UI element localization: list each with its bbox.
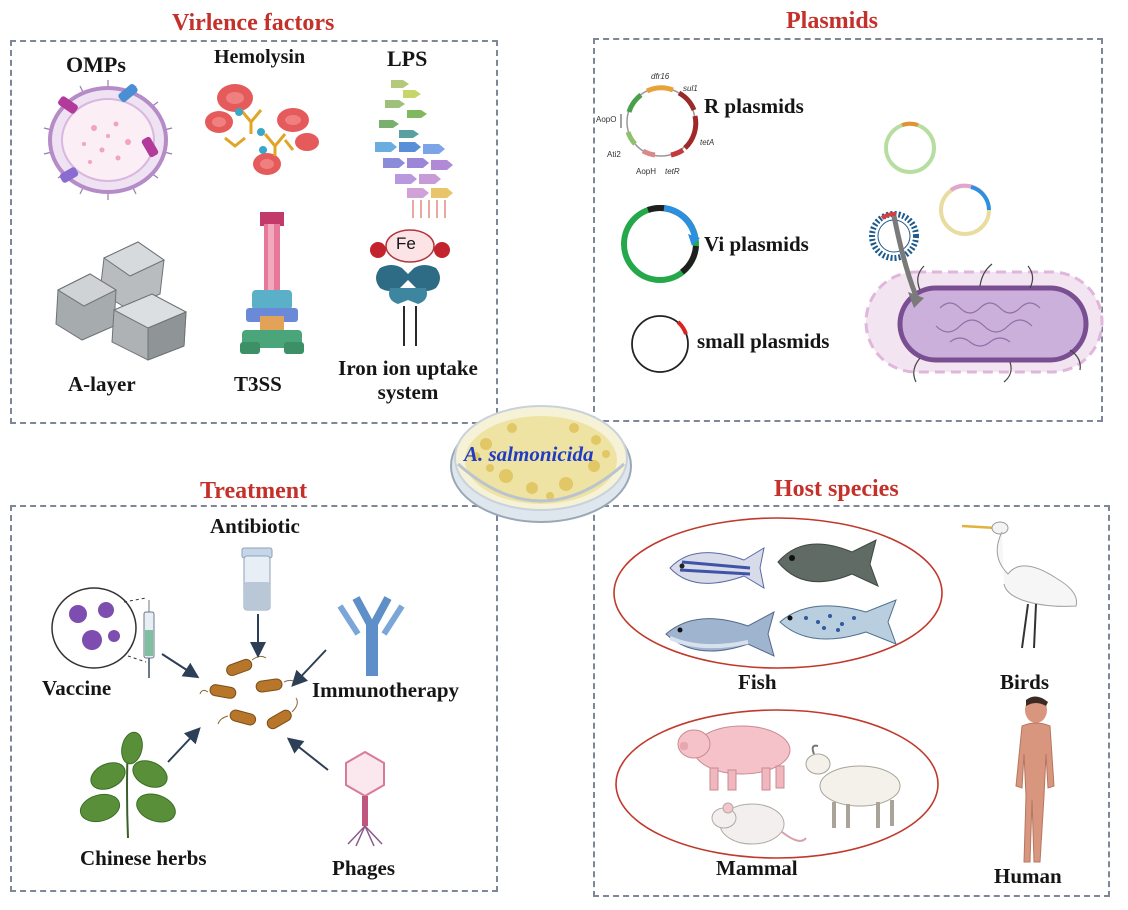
iron-uptake-label-line2: system xyxy=(377,380,439,404)
omps-label: OMPs xyxy=(66,52,126,77)
immunotherapy-label: Immunotherapy xyxy=(312,678,460,702)
plasmid-ring-yellow-icon xyxy=(939,183,991,236)
vaccine-icon xyxy=(51,587,155,678)
r-plasmids-label: R plasmids xyxy=(704,94,804,118)
t3ss-label: T3SS xyxy=(234,372,282,396)
small-plasmid-icon xyxy=(631,315,689,373)
vi-plasmid-icon xyxy=(621,205,700,283)
chinese-herbs-label: Chinese herbs xyxy=(80,846,207,870)
hemolysin-icon xyxy=(205,84,319,175)
gene-aoph: AopH xyxy=(636,167,657,176)
petri-dish-icon xyxy=(450,405,632,523)
bacterium-cell-icon xyxy=(864,215,1104,383)
goat-icon xyxy=(805,744,901,828)
egret-icon xyxy=(961,521,1078,649)
pig-icon xyxy=(677,725,791,791)
a-layer-icon xyxy=(55,241,188,361)
gene-dfr16: dfr16 xyxy=(651,72,670,81)
lps-icon xyxy=(375,80,453,218)
antibody-icon xyxy=(337,596,405,676)
fish-ellipse xyxy=(613,517,943,669)
iron-uptake-label-line1: Iron ion uptake xyxy=(338,356,478,380)
gene-ati2: Ati2 xyxy=(607,150,621,159)
iron-uptake-icon xyxy=(370,229,450,346)
hosts-heading: Host species xyxy=(768,476,905,503)
mammal-label: Mammal xyxy=(716,856,798,880)
spotted-fish-icon xyxy=(779,599,897,645)
plasmids-heading: Plasmids xyxy=(780,8,885,35)
a-layer-label: A-layer xyxy=(68,372,136,396)
hosts-panel xyxy=(593,505,1110,897)
bacteria-cluster-icon xyxy=(199,655,299,730)
antibiotic-vial-icon xyxy=(241,547,273,611)
gene-aopo: AopO xyxy=(596,115,617,124)
treatment-heading: Treatment xyxy=(194,478,314,505)
virulence-panel xyxy=(10,40,498,424)
phage-icon xyxy=(345,750,385,847)
r-plasmid-map-icon xyxy=(620,85,699,158)
human-icon xyxy=(1015,696,1055,863)
vi-plasmids-label: Vi plasmids xyxy=(704,232,809,256)
chinese-herbs-icon xyxy=(79,731,176,839)
vaccine-label: Vaccine xyxy=(42,676,112,700)
omp-cell-icon xyxy=(43,80,173,200)
plasmid-ring-green-icon xyxy=(884,121,936,174)
dark-fish-icon xyxy=(777,539,879,587)
zebrafish-striped-icon xyxy=(669,546,765,590)
plasmids-panel xyxy=(593,38,1103,422)
fish-label: Fish xyxy=(738,670,777,694)
small-plasmids-label: small plasmids xyxy=(697,329,830,353)
hemolysin-label: Hemolysin xyxy=(214,46,306,68)
gene-sul1: sul1 xyxy=(683,84,698,93)
plasmid-ring-blue-icon xyxy=(869,211,919,261)
t3ss-icon xyxy=(240,212,304,354)
antibiotic-label: Antibiotic xyxy=(210,514,300,538)
birds-label: Birds xyxy=(1000,670,1050,694)
lps-label: LPS xyxy=(387,46,428,71)
phages-label: Phages xyxy=(332,856,395,880)
virulence-heading: Virlence factors xyxy=(166,10,341,37)
treatment-arrows xyxy=(161,614,329,771)
organism-label: A. salmonicida xyxy=(464,442,594,466)
treatment-panel xyxy=(10,505,498,892)
mammal-ellipse xyxy=(615,709,939,859)
human-label: Human xyxy=(994,864,1062,888)
salmon-fish-icon xyxy=(665,611,775,657)
gene-tetA: tetA xyxy=(700,138,715,147)
rat-icon xyxy=(711,802,807,845)
fe-label: Fe xyxy=(396,234,416,253)
gene-tetR: tetR xyxy=(665,167,680,176)
